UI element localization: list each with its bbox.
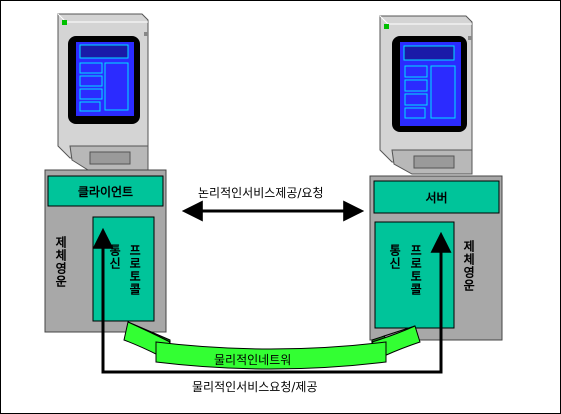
server-app-box [373,180,500,214]
physical-link-arrow [92,227,452,374]
logical-link-label: 논리적인서비스제공/요청 [198,186,324,200]
client-protocol-label-1: 통신 [107,244,122,270]
server-os-label: 제체영운 [461,240,476,292]
physical-link-label: 물리적인서비스요청/제공 [192,380,318,394]
server-app-label: 서버 [425,190,448,205]
network-ribbon [123,321,421,370]
client-app-box [47,175,164,207]
client-os-label: 제체영운 [53,236,68,288]
network-label: 물리적인네트워 [214,353,292,367]
server-protocol-label-2: 프로토콜 [408,244,423,296]
server-protocol-label-1: 통신 [387,244,402,270]
client-app-label: 클라이언트 [77,184,134,199]
client-protocol-label-2: 프로토콜 [127,244,142,296]
server-computer-icon [379,15,473,175]
client-computer-icon [57,13,149,171]
